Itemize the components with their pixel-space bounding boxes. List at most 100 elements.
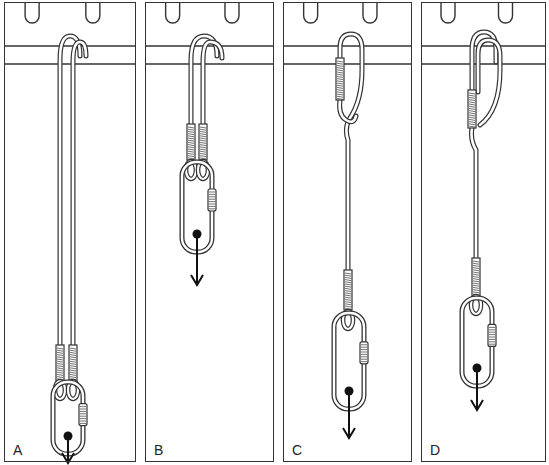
gate-thread (361, 359, 367, 360)
ferrule-crimp (473, 274, 479, 275)
screw-gate (208, 189, 216, 211)
ferrule-crimp (345, 277, 351, 278)
gate-thread (80, 413, 86, 414)
ferrule-crimp (337, 70, 343, 71)
rope-core (60, 36, 80, 348)
ferrule-crimp (200, 142, 206, 143)
gate-thread (489, 339, 495, 340)
ferrule-crimp (70, 368, 76, 369)
ferrule-crimp (473, 283, 479, 284)
panel-frame: A (4, 2, 136, 462)
gate-thread (209, 199, 215, 200)
gate-thread (80, 411, 86, 412)
ferrule-crimp (200, 147, 206, 148)
panel-frame: C (283, 2, 412, 462)
ferrule-crimp (200, 129, 206, 130)
gate-thread (489, 341, 495, 342)
gate-thread (80, 423, 86, 424)
hook (86, 2, 100, 23)
ferrule-crimp (337, 76, 343, 77)
ferrule-crimp (200, 158, 206, 159)
panel-letter: D (429, 443, 441, 458)
gate-thread (80, 406, 86, 407)
gate-thread (209, 194, 215, 195)
ferrule-crimp (70, 355, 76, 356)
ferrule-crimp (345, 306, 351, 307)
ferrule-crimp (57, 361, 63, 362)
ferrule-crimp (337, 85, 343, 86)
ferrule-crimp (200, 153, 206, 154)
ferrule-crimp (469, 124, 475, 125)
ferrule-crimp (473, 281, 479, 282)
ferrule-crimp (70, 374, 76, 375)
ferrule-crimp (57, 363, 63, 364)
ferrule-crimp (345, 291, 351, 292)
ferrule-crimp (70, 363, 76, 364)
panel-frame: D (421, 2, 546, 462)
ferrule-crimp (57, 352, 63, 353)
ferrule (199, 124, 207, 160)
ferrule-crimp (473, 265, 479, 266)
ferrule-crimp (57, 357, 63, 358)
ferrule-crimp (70, 377, 76, 378)
ferrule-crimp (188, 147, 194, 148)
ferrule-crimp (188, 142, 194, 143)
rope-outline (203, 42, 222, 128)
ferrule-crimp (337, 87, 343, 88)
rope-outline (73, 42, 86, 348)
screw-gate (488, 324, 496, 346)
rail-edge (4, 45, 136, 46)
gate-thread (80, 418, 86, 419)
load-arrow-shaft (348, 391, 350, 436)
ferrule-crimp (345, 288, 351, 289)
gate-thread (209, 206, 215, 207)
ferrule-crimp (337, 61, 343, 62)
panel-frame: B (145, 2, 274, 462)
rope-outline (478, 40, 500, 125)
rail-edge (421, 63, 546, 64)
ferrule-crimp (469, 113, 475, 114)
hook (25, 2, 39, 23)
hook (304, 2, 318, 23)
rope-core (203, 42, 222, 128)
load-arrow-head (471, 400, 483, 410)
ferrule-crimp (345, 275, 351, 276)
ferrule-crimp (337, 96, 343, 97)
ferrule (187, 124, 195, 160)
ferrule-crimp (337, 94, 343, 95)
ferrule-crimp (473, 285, 479, 286)
gate-thread (361, 361, 367, 362)
gate-thread (489, 332, 495, 333)
ferrule-crimp (57, 370, 63, 371)
ferrule-crimp (57, 374, 63, 375)
ferrule-crimp (188, 151, 194, 152)
gate-thread (209, 196, 215, 197)
ferrule-crimp (337, 74, 343, 75)
ferrule-crimp (57, 355, 63, 356)
ferrule-crimp (337, 98, 343, 99)
ferrule-crimp (337, 79, 343, 80)
ferrule-crimp (200, 131, 206, 132)
rail-edge (283, 63, 412, 64)
ferrule-crimp (188, 140, 194, 141)
panel-letter: B (153, 443, 164, 458)
ferrule-crimp (345, 284, 351, 285)
ferrule-crimp (337, 83, 343, 84)
ferrule-crimp (200, 149, 206, 150)
load-arrow-head (343, 428, 355, 438)
ferrule-crimp (70, 357, 76, 358)
ferrule-crimp (188, 149, 194, 150)
ferrule-crimp (345, 273, 351, 274)
ferrule-crimp (188, 153, 194, 154)
ferrule-crimp (200, 156, 206, 157)
ferrule-crimp (473, 268, 479, 269)
ferrule-crimp (345, 297, 351, 298)
ferrule-crimp (473, 263, 479, 264)
ferrule-crimp (188, 158, 194, 159)
ferrule-crimp (70, 361, 76, 362)
ferrule-crimp (200, 145, 206, 146)
ferrule-crimp (469, 119, 475, 120)
ferrule-crimp (337, 92, 343, 93)
load-arrow-shaft (196, 234, 198, 283)
